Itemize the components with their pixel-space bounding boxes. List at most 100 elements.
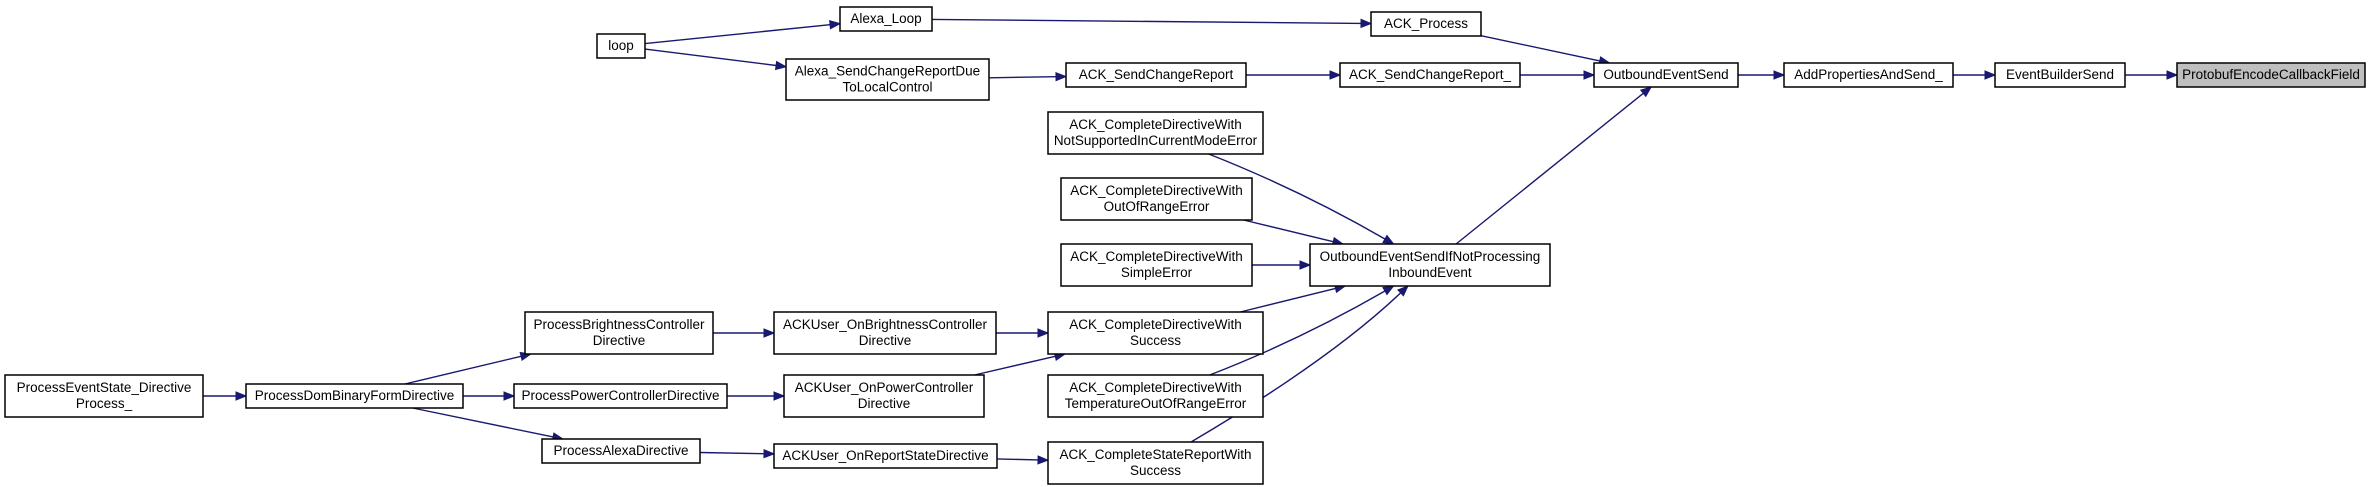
node-eventbuildersend[interactable]: EventBuilderSend (1994, 62, 2126, 88)
edge-cds-to-oesinp (1240, 283, 1347, 313)
edge-pdbfd-to-pad (412, 407, 565, 442)
edge-line (404, 355, 522, 385)
arrowhead-icon (1583, 70, 1596, 80)
edge-pdbfd-to-ppcd (463, 391, 516, 401)
node-box (541, 438, 701, 464)
node-box (4, 374, 204, 418)
node-label: NotSupportedInCurrentModeError (1054, 133, 1258, 148)
node-box (524, 311, 714, 355)
node-label: ACK_CompleteDirectiveWith (1069, 117, 1242, 132)
node-label: ACK_CompleteDirectiveWith (1070, 249, 1243, 264)
node-label: Alexa_SendChangeReportDue (795, 64, 980, 79)
node-ack-sendchangereport[interactable]: ACK_SendChangeReport_ (1339, 62, 1521, 88)
edge-alexascr-to-ackscr (988, 71, 1068, 82)
node-label: loop (608, 38, 634, 53)
node-box (1783, 62, 1954, 88)
edge-pesdp-to-pdbfd (203, 391, 248, 401)
node-alexa-loop[interactable]: Alexa_Loop (839, 6, 933, 32)
node-label: ACKUser_OnPowerController (795, 380, 974, 395)
edge-oes-to-apas (1738, 70, 1786, 80)
node-ackuser-onreportstatedirective[interactable]: ACKUser_OnReportStateDirective (773, 443, 998, 469)
node-outboundeventsendifnotprocessing-inboundevent[interactable]: OutboundEventSendIfNotProcessingInboundE… (1309, 243, 1551, 287)
node-box (839, 6, 933, 32)
node-label: InboundEvent (1388, 265, 1472, 280)
edge-cdse-to-oesinp (1252, 260, 1312, 270)
edge-line (1190, 292, 1402, 443)
node-box (1994, 62, 2126, 88)
edge-line (1240, 287, 1336, 313)
edge-line (1455, 92, 1644, 245)
edge-loop-to-alexaloop (644, 20, 842, 45)
edge-line (988, 75, 1057, 79)
arrowhead-icon (1329, 70, 1342, 80)
node-box (1065, 62, 1247, 88)
node-box (245, 383, 464, 409)
node-label: ProcessAlexaDirective (553, 443, 688, 458)
arrowhead-icon (1397, 285, 1409, 297)
node-label: ACK_SendChangeReport (1079, 67, 1234, 82)
edge-line (1209, 290, 1386, 376)
node-layer: ProtobufEncodeCallbackField EventBuilderS… (4, 6, 2366, 485)
arrowhead-icon (1037, 328, 1050, 338)
arrowhead-icon (1360, 18, 1373, 29)
node-label: ProcessEventState_Directive (17, 380, 192, 395)
node-label: ProcessBrightnessController (533, 317, 705, 332)
node-label: ProtobufEncodeCallbackField (2182, 67, 2360, 82)
node-label: Success (1130, 333, 1181, 348)
node-box (773, 443, 998, 469)
edge-line (644, 48, 777, 67)
arrowhead-icon (1984, 70, 1997, 80)
node-label: Process_ (76, 396, 133, 411)
edge-cdtoor-to-oesinp (1209, 285, 1395, 376)
arrowhead-icon (1382, 285, 1395, 296)
node-box (1047, 441, 1264, 485)
node-label: ACKUser_OnReportStateDirective (782, 448, 988, 463)
node-label: Directive (593, 333, 646, 348)
edge-line (996, 458, 1039, 461)
node-label: Directive (858, 396, 911, 411)
edge-ppcd-to-upcd (727, 391, 786, 401)
arrowhead-icon (1055, 71, 1068, 82)
node-processpowercontrollerdirective[interactable]: ProcessPowerControllerDirective (513, 383, 728, 409)
node-box (596, 33, 646, 59)
node-label: EventBuilderSend (2006, 67, 2114, 82)
edge-line (1480, 35, 1600, 62)
node-box (773, 311, 997, 355)
node-ack-process[interactable]: ACK_Process (1370, 11, 1482, 37)
node-box (785, 58, 990, 101)
edge-alexaloop-to-ackp (931, 18, 1373, 29)
node-ack-completedirectivewith-notsupportedincurrentmodeerror[interactable]: ACK_CompleteDirectiveWithNotSupportedInC… (1047, 111, 1264, 155)
node-label: ProcessDomBinaryFormDirective (255, 388, 455, 403)
node-ack-completedirectivewith-temperatureoutofrangeerror[interactable]: ACK_CompleteDirectiveWithTemperatureOutO… (1047, 374, 1264, 418)
node-box (1309, 243, 1551, 287)
node-label: OutboundEventSendIfNotProcessing (1320, 249, 1541, 264)
arrowhead-icon (1037, 455, 1050, 465)
node-protobufencodecallbackfield[interactable]: ProtobufEncodeCallbackField (2176, 62, 2366, 88)
node-loop[interactable]: loop (596, 33, 646, 59)
arrowhead-icon (829, 20, 842, 30)
edge-ursd-to-csrs (996, 455, 1050, 465)
node-box (1047, 311, 1264, 355)
node-processdombinaryformdirective[interactable]: ProcessDomBinaryFormDirective (245, 383, 464, 409)
node-label: OutOfRangeError (1104, 199, 1210, 214)
edge-line (931, 18, 1362, 25)
edge-line (644, 24, 831, 45)
arrowhead-icon (1299, 260, 1312, 270)
node-ack-sendchangereport[interactable]: ACK_SendChangeReport (1065, 62, 1247, 88)
arrowhead-icon (763, 448, 776, 459)
node-processalexadirective[interactable]: ProcessAlexaDirective (541, 438, 701, 464)
node-label: Directive (859, 333, 912, 348)
node-addpropertiesandsend[interactable]: AddPropertiesAndSend_ (1783, 62, 1954, 88)
node-outboundeventsend[interactable]: OutboundEventSend (1593, 62, 1739, 88)
arrowhead-icon (763, 328, 776, 338)
